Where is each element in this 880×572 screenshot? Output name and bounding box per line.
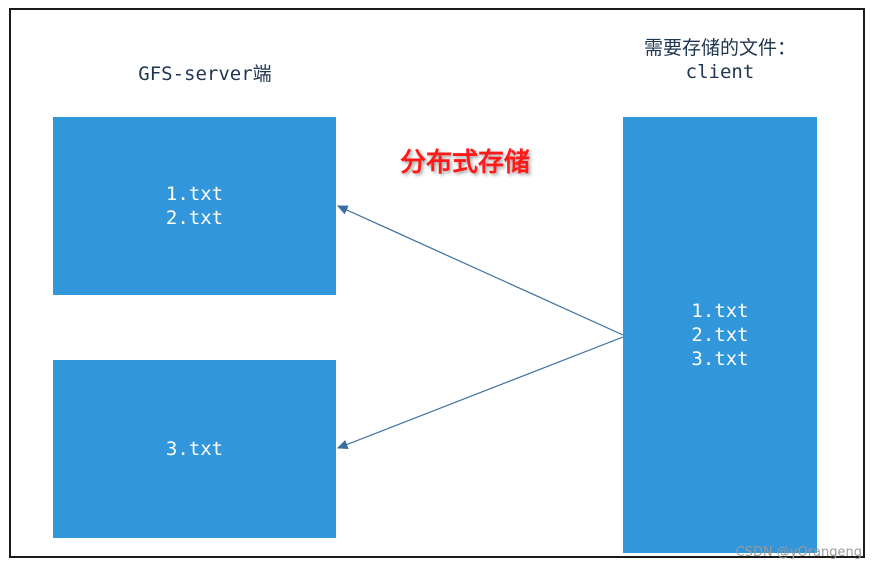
server-box-1-file: 1.txt (165, 183, 224, 205)
client-label-line2: client (685, 61, 755, 83)
server-box-1: 1.txt 2.txt (53, 117, 336, 295)
watermark: CSDN @yOrangeng (735, 545, 862, 560)
server-box-1-file: 2.txt (165, 207, 224, 229)
client-file: 2.txt (691, 324, 749, 346)
server-box-2: 3.txt (53, 360, 336, 538)
server-box-2-file: 3.txt (165, 438, 224, 460)
client-label-line1: 需要存储的文件： (643, 37, 796, 59)
client-box: 1.txt 2.txt 3.txt (623, 117, 817, 553)
client-file: 1.txt (691, 300, 749, 322)
client-label: 需要存储的文件： client (620, 36, 820, 84)
client-file: 3.txt (691, 348, 749, 370)
server-label: GFS-server端 (138, 63, 272, 85)
diagram-title: 分布式存储 (400, 148, 531, 178)
